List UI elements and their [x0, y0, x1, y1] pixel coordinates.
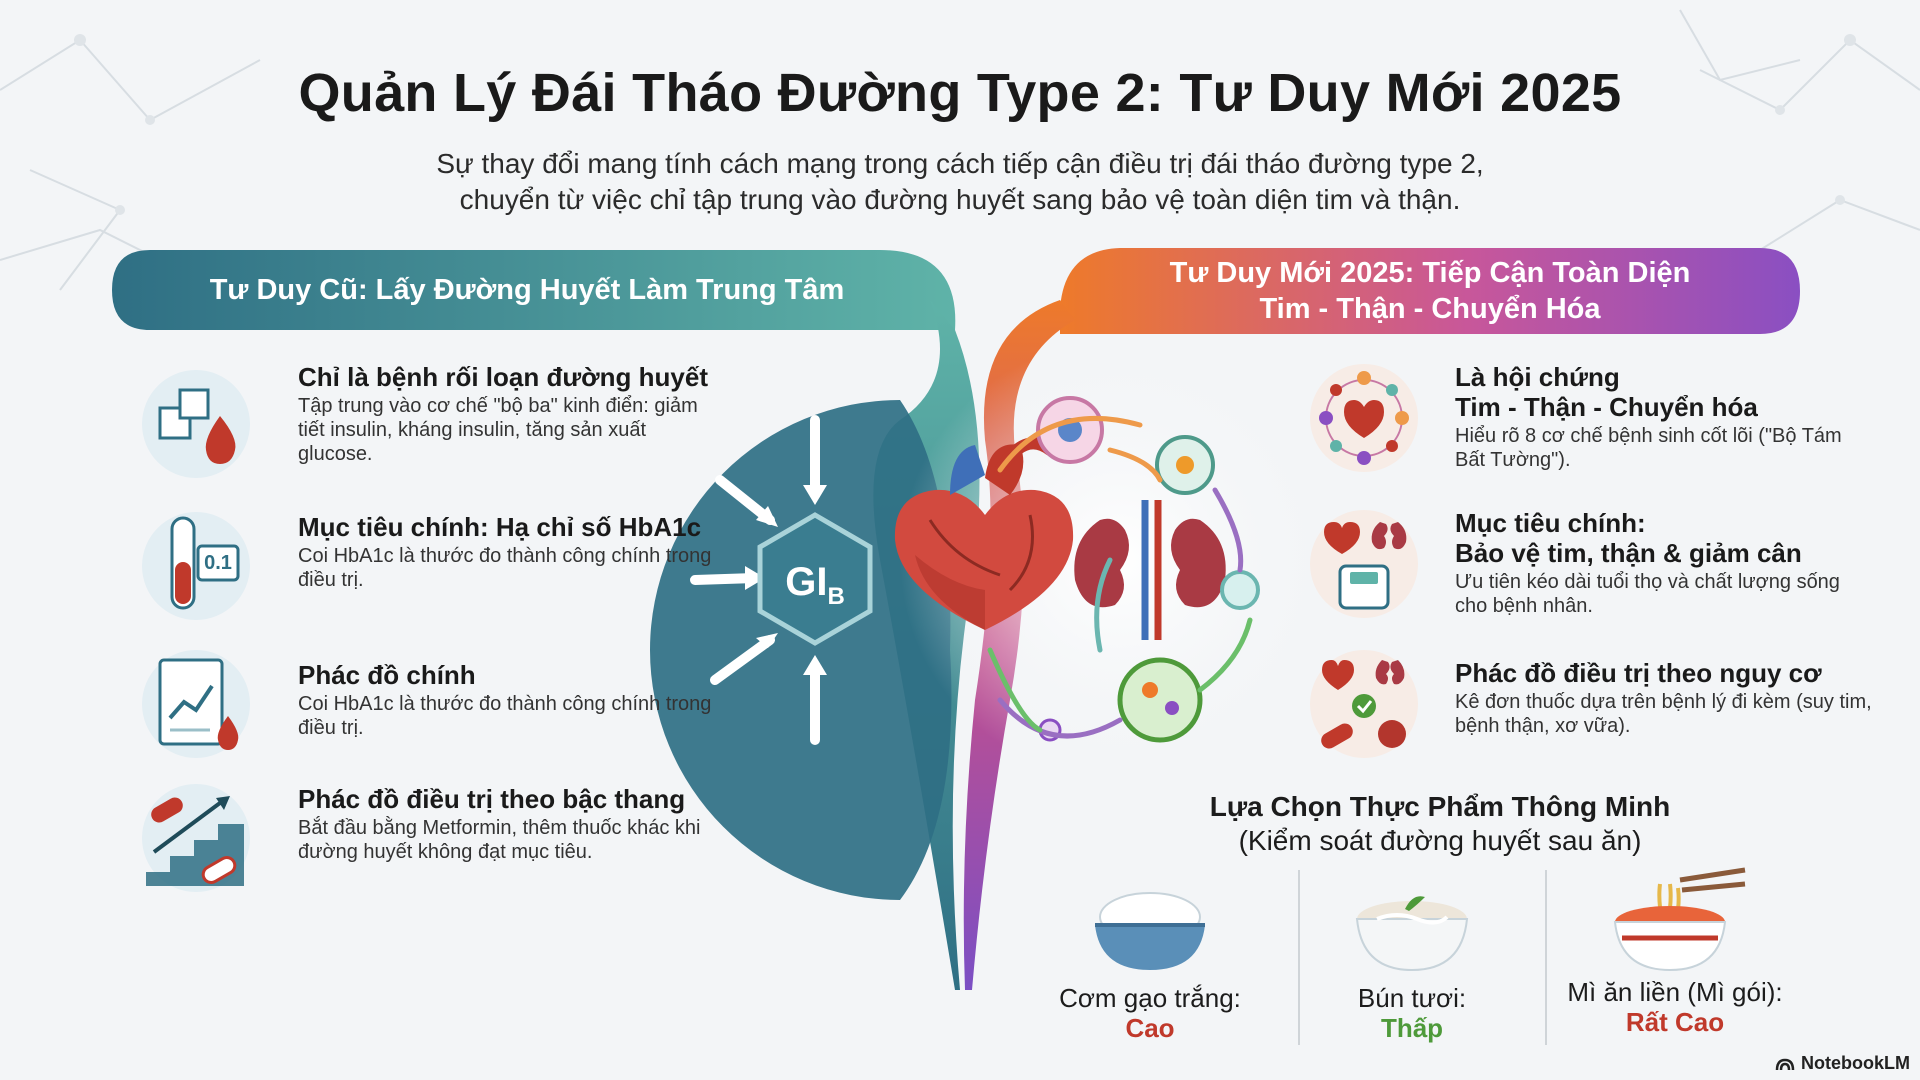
new-item-3-desc: Kê đơn thuốc dựa trên bệnh lý đi kèm (su…	[1455, 691, 1872, 737]
gi-sub: B	[827, 583, 845, 610]
new-item-1: Là hội chứng Tim - Thận - Chuyển hóa Hiể…	[1455, 362, 1875, 472]
food-item-instant-noodles: Mì ăn liền (Mì gói): Rất Cao	[1555, 860, 1795, 1037]
kidneys-illustration	[1074, 500, 1226, 640]
old-item-4: Phác đồ điều trị theo bậc thang Bắt đầu …	[298, 784, 718, 864]
notebooklm-icon	[1775, 1058, 1795, 1070]
food-item-bun: Bún tươi: Thấp	[1292, 875, 1532, 1043]
new-banner-line-1: Tư Duy Mới 2025: Tiếp Cận Toàn Diện	[1169, 257, 1691, 289]
old-item-4-heading: Phác đồ điều trị theo bậc thang	[298, 784, 686, 814]
food-item-rice: Cơm gạo trắng: Cao	[1030, 875, 1270, 1043]
food-noodles-name: Mì ăn liền (Mì gói):	[1567, 977, 1783, 1007]
new-item-2-heading-2: Bảo vệ tim, thận & giảm cân	[1455, 538, 1802, 568]
food-section-title: Lựa Chọn Thực Phẩm Thông Minh (Kiểm soát…	[1160, 790, 1720, 858]
old-item-3-desc: Coi HbA1c là thước đo thành công chính t…	[298, 693, 712, 739]
new-item-1-heading-2: Tim - Thận - Chuyển hóa	[1455, 392, 1758, 422]
food-bun-level: Thấp	[1380, 1013, 1444, 1043]
gi-hexagon	[757, 512, 873, 646]
new-banner-shape	[1059, 248, 1800, 334]
document-chart-icon	[140, 648, 252, 760]
page-subtitle: Sự thay đổi mang tính cách mạng trong cá…	[0, 146, 1920, 218]
test-tube-icon: 0.1	[140, 510, 252, 622]
new-item-2-desc: Ưu tiên kéo dài tuổi thọ và chất lượng s…	[1455, 571, 1840, 617]
old-item-2-desc: Coi HbA1c là thước đo thành công chính t…	[298, 545, 712, 591]
test-tube-icon-label: 0.1	[204, 552, 232, 574]
old-item-4-desc: Bắt đầu bằng Metformin, thêm thuốc khác …	[298, 817, 701, 863]
gi-label: GIB	[760, 560, 870, 619]
risk-treatment-cycle-icon	[1308, 648, 1420, 760]
old-approach-banner: Tư Duy Cũ: Lấy Đường Huyết Làm Trung Tâm	[209, 273, 845, 306]
food-subtitle: (Kiểm soát đường huyết sau ăn)	[1238, 825, 1642, 856]
new-item-3-heading-1: Phác đồ điều trị theo nguy cơ	[1455, 658, 1822, 688]
food-bun-name: Bún tươi:	[1357, 983, 1467, 1013]
sugar-cube-blood-drop-icon	[140, 368, 252, 480]
notebooklm-logo: NotebookLM	[1775, 1053, 1910, 1074]
food-title: Lựa Chọn Thực Phẩm Thông Minh	[1209, 791, 1671, 822]
instant-noodles-icon	[1613, 867, 1746, 972]
new-item-2-heading-1: Mục tiêu chính:	[1455, 508, 1646, 538]
old-item-1-desc: Tập trung vào cơ chế "bộ ba" kinh điển: …	[298, 395, 698, 465]
new-item-2: Mục tiêu chính: Bảo vệ tim, thận & giảm …	[1455, 508, 1875, 618]
new-item-1-desc: Hiểu rõ 8 cơ chế bệnh sinh cốt lõi ("Bộ …	[1455, 425, 1842, 471]
heart-kidney-scale-icon	[1308, 508, 1420, 620]
old-item-1-heading: Chỉ là bệnh rối loạn đường huyết	[298, 362, 708, 392]
gi-main: GI	[785, 560, 828, 604]
new-item-1-heading-1: Là hội chứng	[1455, 362, 1620, 392]
heart-network-icon	[1308, 362, 1420, 474]
food-rice-level: Cao	[1125, 1013, 1175, 1043]
new-approach-banner: Tư Duy Mới 2025: Tiếp Cận Toàn Diện Tim …	[1060, 248, 1800, 334]
rice-bowl-icon	[1095, 892, 1205, 970]
stairs-pill-icon	[140, 782, 252, 894]
old-banner-shape	[112, 250, 956, 330]
page-title: Quản Lý Đái Tháo Đường Type 2: Tư Duy Mớ…	[298, 63, 1622, 123]
subtitle-line-2: chuyển từ việc chỉ tập trung vào đường h…	[459, 184, 1461, 215]
old-item-3: Phác đồ chính Coi HbA1c là thước đo thàn…	[298, 660, 718, 740]
noodle-bowl-icon	[1355, 896, 1469, 972]
old-item-1: Chỉ là bệnh rối loạn đường huyết Tập tru…	[298, 362, 718, 466]
food-divider-2	[1545, 870, 1547, 1045]
old-half-disc	[650, 400, 952, 900]
food-noodles-level: Rất Cao	[1625, 1007, 1725, 1037]
food-divider-1	[1298, 870, 1300, 1045]
heart-illustration	[894, 437, 1074, 630]
cell-illustrations	[1036, 396, 1260, 743]
new-banner-line-2: Tim - Thận - Chuyển Hóa	[1259, 293, 1601, 325]
old-item-3-heading: Phác đồ chính	[298, 660, 476, 690]
old-item-2-heading: Mục tiêu chính: Hạ chỉ số HbA1c	[298, 512, 702, 542]
logo-text: NotebookLM	[1801, 1053, 1910, 1073]
new-item-3: Phác đồ điều trị theo nguy cơ Kê đơn thu…	[1455, 658, 1875, 738]
old-item-2: Mục tiêu chính: Hạ chỉ số HbA1c Coi HbA1…	[298, 512, 718, 592]
subtitle-line-1: Sự thay đổi mang tính cách mạng trong cá…	[436, 148, 1484, 179]
food-rice-name: Cơm gạo trắng:	[1059, 983, 1241, 1013]
